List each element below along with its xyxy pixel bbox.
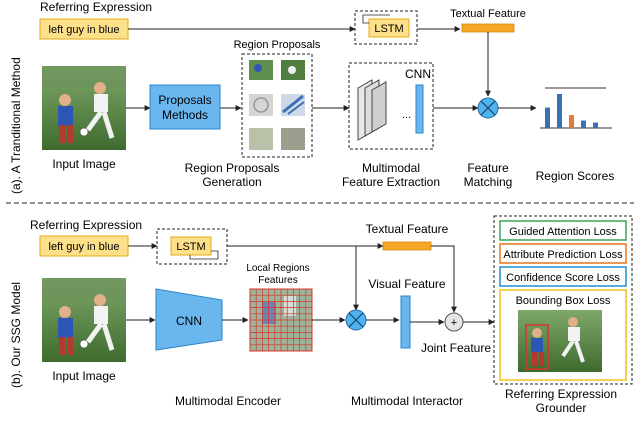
cnn-layers-icon — [357, 79, 387, 141]
region-proposals-dashed-box — [241, 53, 313, 158]
top-lstm-label: LSTM — [374, 23, 403, 35]
bottom-visual-feature-bar — [400, 295, 411, 349]
guided-attention-loss-label: Guided Attention Loss — [509, 226, 617, 238]
top-lstm-box — [368, 18, 410, 38]
bottom-lstm-box — [170, 236, 212, 256]
region-score-bar — [569, 115, 574, 128]
confidence-score-loss-label: Confidence Score Loss — [506, 272, 620, 284]
local-regions-grid — [249, 288, 313, 352]
bottom-referring-expression-title: Referring Expression — [30, 218, 142, 232]
region-score-bar — [545, 107, 550, 128]
top-lstm-dashed-box — [354, 10, 418, 45]
rpg-caption-line1: Region Proposals — [185, 161, 280, 175]
bottom-input-image — [42, 278, 126, 362]
region-scores-chart — [545, 94, 598, 128]
proposals-methods-line1: Proposals — [158, 93, 211, 107]
region-score-bar — [581, 120, 586, 128]
multimodal-extraction-dashed-box — [348, 62, 434, 150]
confidence-score-loss-box — [499, 266, 627, 287]
fm-caption-line2: Matching — [464, 175, 513, 189]
top-input-image-caption: Input Image — [52, 157, 116, 171]
bottom-visual-feature-label: Visual Feature — [368, 277, 445, 291]
local-regions-line1: Local Regions — [246, 263, 309, 274]
mfe-caption-line1: Multimodal — [362, 161, 420, 175]
top-matching-cross-icon — [477, 97, 499, 119]
top-referring-expression-title: Referring Expression — [40, 0, 152, 14]
bottom-input-image-caption: Input Image — [52, 369, 116, 383]
rpg-caption-line2: Generation — [202, 175, 261, 189]
plus-symbol: + — [451, 317, 457, 329]
bottom-section-label: (b). Our SSG Model — [9, 282, 23, 388]
fm-caption-line1: Feature — [467, 161, 509, 175]
region-scores-caption: Region Scores — [536, 169, 615, 183]
top-section-label: (a). A Tranditional Method — [9, 57, 23, 194]
predicted-bounding-box — [525, 324, 549, 370]
joint-feature-label: Joint Feature — [421, 341, 491, 355]
bottom-textual-feature-label: Textual Feature — [366, 222, 449, 236]
proposals-methods-box — [149, 84, 221, 130]
guided-attention-loss-box — [499, 220, 627, 241]
bottom-textual-feature-bar — [382, 241, 432, 251]
attribute-prediction-loss-box — [499, 243, 627, 264]
bottom-lstm-loop — [189, 250, 219, 260]
cnn-ellipsis: ... — [402, 109, 411, 121]
reg-caption-line2: Grounder — [536, 401, 587, 415]
region-score-bar — [557, 94, 562, 128]
region-proposals-title: Region Proposals — [234, 39, 321, 51]
bottom-textfeat-to-plus-arrow — [431, 245, 457, 313]
top-textual-feature-label: Textual Feature — [450, 8, 526, 20]
bottom-expression-text: left guy in blue — [49, 241, 120, 253]
grounder-output-image — [518, 310, 602, 372]
top-input-image — [42, 66, 126, 150]
grounder-dashed-box — [493, 215, 633, 385]
multimodal-interactor-caption: Multimodal Interactor — [351, 394, 463, 408]
multimodal-encoder-caption: Multimodal Encoder — [175, 394, 281, 408]
proposals-methods-line2: Methods — [162, 108, 208, 122]
region-score-bar — [593, 122, 598, 128]
bounding-box-loss-label: Bounding Box Loss — [516, 295, 611, 307]
local-regions-line2: Features — [258, 275, 297, 286]
top-textual-feature-bar — [461, 23, 515, 33]
bottom-cnn-label: CNN — [176, 314, 202, 328]
top-expression-text: left guy in blue — [49, 24, 120, 36]
region-proposal-thumbnails — [249, 60, 305, 150]
bottom-lstm-label: LSTM — [176, 241, 205, 253]
top-visual-feature-bar — [415, 84, 424, 134]
attribute-prediction-loss-label: Attribute Prediction Loss — [503, 249, 623, 261]
top-lstm-loop — [362, 14, 390, 24]
bottom-cnn-trapezoid — [155, 288, 223, 351]
top-cnn-label: CNN — [405, 67, 431, 81]
bottom-cross-icon — [345, 309, 367, 331]
mfe-caption-line2: Feature Extraction — [342, 175, 440, 189]
reg-caption-line1: Referring Expression — [505, 387, 617, 401]
